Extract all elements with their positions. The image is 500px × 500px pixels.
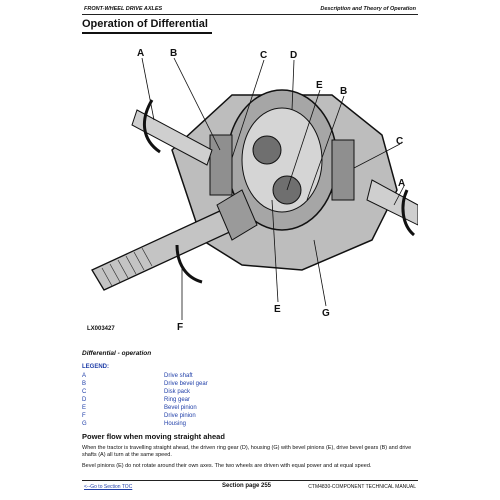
callout-label: B bbox=[170, 48, 177, 59]
ring-gear-inner bbox=[241, 107, 323, 213]
legend-value: Drive pinion bbox=[164, 413, 196, 419]
section-heading: Power flow when moving straight ahead bbox=[82, 432, 225, 441]
legend-row: F Drive pinion bbox=[82, 412, 332, 420]
legend-value: Ring gear bbox=[164, 397, 191, 403]
legend-value: Drive bevel gear bbox=[164, 381, 208, 387]
callout-label: C bbox=[260, 50, 267, 61]
header-divider bbox=[82, 14, 418, 15]
bevel-pinion-upper bbox=[252, 135, 282, 165]
legend-row: D Ring gear bbox=[82, 396, 332, 404]
footer-divider bbox=[82, 480, 418, 481]
figure-code: LX003427 bbox=[87, 326, 115, 332]
legend-row: G Housing bbox=[82, 420, 332, 428]
legend-key: D bbox=[82, 397, 87, 403]
header-section-name: FRONT-WHEEL DRIVE AXLES bbox=[84, 6, 163, 12]
legend-key: E bbox=[82, 405, 87, 411]
callout-leaders bbox=[141, 57, 405, 320]
drive-shaft-left bbox=[131, 109, 213, 166]
callout-label: D bbox=[290, 50, 297, 61]
disk-pack-left bbox=[209, 134, 233, 196]
callout-label: E bbox=[274, 304, 281, 315]
legend-key: C bbox=[82, 389, 87, 395]
differential-drawing: A B C D E B C A F E G bbox=[91, 48, 419, 333]
callout-label: A bbox=[398, 178, 405, 189]
rotation-arrow-pinion bbox=[175, 244, 203, 284]
legend-key: F bbox=[82, 413, 86, 419]
paragraph: When the tractor is travelling straight … bbox=[82, 445, 412, 458]
legend-key: A bbox=[82, 373, 87, 379]
page-title: Operation of Differential bbox=[82, 16, 212, 34]
callout-label: E bbox=[316, 80, 323, 91]
callout-label: C bbox=[396, 136, 403, 147]
pinion-splines bbox=[101, 247, 153, 287]
legend-value: Housing bbox=[164, 421, 187, 427]
legend-row: A Drive shaft bbox=[82, 372, 332, 380]
legend-key: G bbox=[82, 421, 87, 427]
rotation-arrow-left bbox=[142, 99, 161, 154]
paragraph: Bevel pinions (E) do not rotate around t… bbox=[82, 463, 372, 469]
callout-label: A bbox=[137, 48, 144, 59]
legend-key: B bbox=[82, 381, 87, 387]
manual-name: CTM4830-COMPONENT TECHNICAL MANUAL bbox=[308, 484, 416, 490]
disk-pack-right bbox=[331, 139, 355, 201]
legend-row: E Bevel pinion bbox=[82, 404, 332, 412]
figure-caption: Differential - operation bbox=[82, 350, 152, 357]
header-chapter-name: Description and Theory of Operation bbox=[320, 6, 416, 12]
drive-pinion-gear bbox=[216, 189, 258, 241]
legend-table: A Drive shaft B Drive bevel gear C Disk … bbox=[82, 372, 332, 428]
differential-illustration: A B C D E B C A F E G bbox=[82, 40, 419, 340]
section-toc-link[interactable]: <--Go to Section TOC bbox=[84, 484, 133, 490]
drive-pinion-shaft bbox=[91, 209, 235, 291]
callout-label: G bbox=[322, 308, 330, 319]
legend-row: C Disk pack bbox=[82, 388, 332, 396]
legend-row: B Drive bevel gear bbox=[82, 380, 332, 388]
legend-title: LEGEND: bbox=[82, 364, 109, 370]
callout-label: B bbox=[340, 86, 347, 97]
section-page-number: Section page 255 bbox=[222, 483, 272, 489]
legend-value: Bevel pinion bbox=[164, 405, 197, 411]
legend-value: Drive shaft bbox=[164, 373, 193, 379]
rotation-arrow-right bbox=[401, 189, 416, 237]
callout-label: F bbox=[177, 322, 183, 333]
legend-value: Disk pack bbox=[164, 389, 191, 395]
